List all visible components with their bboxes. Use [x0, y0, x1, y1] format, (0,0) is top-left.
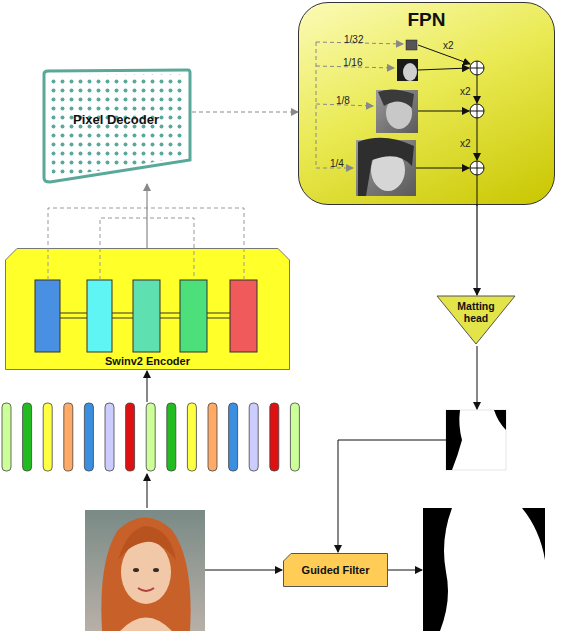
pixel-decoder: Pixel Decoder: [40, 68, 192, 184]
patch-tokens: [146, 403, 155, 471]
node-title: Matting head: [452, 300, 500, 324]
input-photo: [85, 510, 205, 631]
node-outline: [5, 248, 290, 370]
input-photo: [120, 618, 172, 631]
upsample-label: x2: [460, 138, 471, 149]
coarse-alpha-matte: [446, 410, 506, 470]
coarse-alpha-matte: [446, 410, 506, 470]
patch-tokens: [290, 403, 299, 471]
input-photo: [85, 510, 205, 631]
patch-tokens: [167, 403, 176, 471]
node-outline: [48, 74, 186, 178]
token-arrows: [147, 474, 148, 508]
scale-label: 1/8: [336, 95, 350, 106]
token-arrows: [147, 371, 148, 402]
patch-tokens: [208, 403, 217, 471]
guided-filter: Guided Filter: [283, 553, 388, 587]
node-outline: [6, 249, 290, 370]
input-photo: [138, 588, 154, 591]
node-title: Swinv2 Encoder: [105, 355, 190, 367]
data-flow-arrows: [477, 346, 478, 409]
input-photo: [121, 540, 171, 604]
node-outline: [284, 554, 388, 587]
node-outline: [44, 70, 190, 182]
scale-label: 1/16: [343, 57, 362, 68]
refined-alpha-matte: [440, 508, 545, 631]
scale-label: 1/4: [330, 158, 344, 169]
patch-tokens: [187, 403, 196, 471]
scale-label: 1/32: [344, 34, 363, 45]
refined-alpha-matte: [423, 508, 545, 631]
flow-arrow: [476, 205, 477, 295]
patch-tokens: [270, 403, 279, 471]
data-flow-arrows: [388, 570, 422, 571]
patch-tokens: [2, 403, 299, 471]
data-flow-arrows: [205, 346, 477, 570]
matting-head: Matting head: [436, 295, 516, 345]
input-photo: [153, 568, 159, 572]
node-outline: [437, 296, 515, 344]
coarse-alpha-matte: [446, 410, 462, 470]
patch-tokens: [126, 403, 135, 471]
flow-arrow: [146, 184, 147, 248]
patch-tokens: [43, 403, 52, 471]
encoder-block: Swinv2 Encoder: [5, 248, 290, 370]
data-flow-arrows: [205, 570, 282, 571]
node-title: Guided Filter: [302, 564, 370, 576]
patch-tokens: [84, 403, 93, 471]
token-arrows: [147, 371, 148, 508]
patch-tokens: [23, 403, 32, 471]
data-flow-arrows: [338, 440, 446, 552]
input-photo: [101, 518, 190, 631]
coarse-alpha-matte: [494, 410, 506, 430]
refined-alpha-matte: [423, 508, 545, 631]
patch-tokens: [105, 403, 114, 471]
patch-tokens: [64, 403, 73, 471]
input-photo: [118, 526, 176, 560]
patch-tokens: [2, 403, 11, 471]
upsample-label: x2: [443, 40, 454, 51]
node-title: FPN: [408, 9, 446, 31]
flow-arrow: [192, 111, 298, 112]
upsample-label: x2: [460, 86, 471, 97]
patch-tokens: [249, 403, 258, 471]
input-photo: [133, 568, 139, 572]
patch-tokens: [229, 403, 238, 471]
node-title: Pixel Decoder: [73, 112, 159, 127]
